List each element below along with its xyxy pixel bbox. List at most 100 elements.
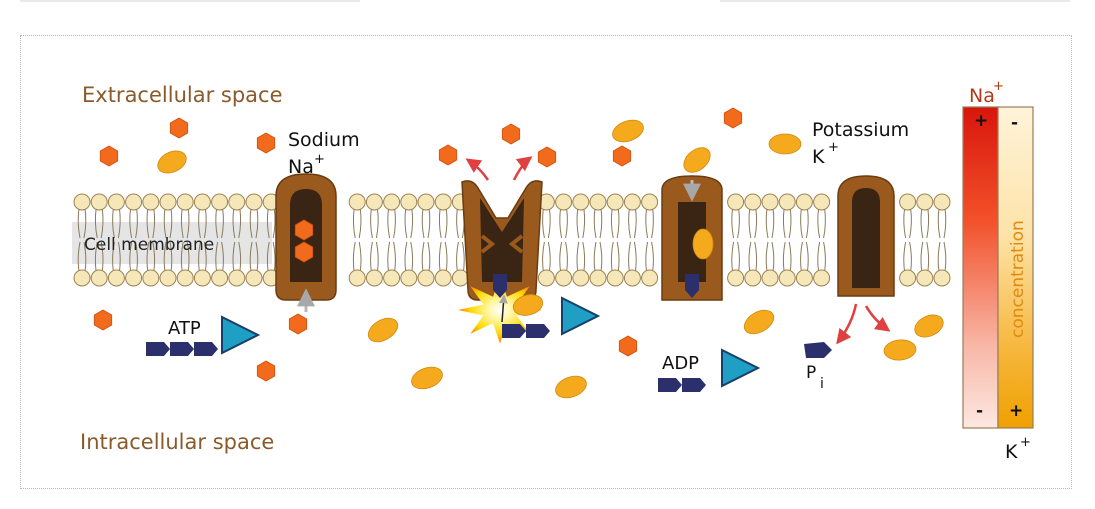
- lipid-tail: [817, 241, 826, 273]
- lipid-tail: [77, 241, 87, 273]
- lipid-tail: [731, 241, 740, 273]
- lipid-head: [641, 269, 659, 287]
- phosphate-group: [146, 342, 170, 356]
- phosphorylation-arrow: [498, 294, 508, 323]
- lipid-head: [211, 193, 229, 211]
- lipid-tail: [94, 207, 104, 239]
- lipid-head: [245, 269, 263, 287]
- lipid-tail: [731, 207, 740, 239]
- lipid-head: [90, 193, 108, 211]
- sodium-ion-icon: [438, 144, 458, 166]
- sodium-ion-icon: [256, 360, 276, 382]
- lipid-bilayer: [73, 193, 951, 287]
- lipid-tail: [163, 241, 173, 273]
- adp-label: ADP: [662, 353, 699, 374]
- adenosine-triangle: [721, 348, 761, 388]
- lipid-head: [142, 193, 160, 211]
- lipid-head: [400, 269, 418, 287]
- lipid-head: [916, 193, 934, 211]
- lipid-tail: [404, 241, 414, 273]
- potassium-release-arrow: [864, 305, 891, 332]
- lipid-head: [623, 193, 641, 211]
- potassium-ion-icon: [768, 133, 802, 155]
- lipid-head: [193, 193, 211, 211]
- sodium-ion-icon: [723, 107, 743, 129]
- lipid-tail: [628, 241, 637, 273]
- lipid-head: [572, 269, 590, 287]
- sodium-ion-icon: [93, 309, 113, 331]
- potassium-charge-label: +: [828, 140, 839, 155]
- arrow-group: [297, 156, 891, 345]
- phosphate-group: [170, 342, 194, 356]
- lipid-head: [641, 193, 659, 211]
- lipid-head: [933, 269, 951, 287]
- phosphate-group: [502, 324, 526, 338]
- atp-molecule-icon: [146, 315, 261, 356]
- atp-molecule-icon: [502, 296, 601, 338]
- lipid-tail: [163, 207, 173, 239]
- lipid-head: [176, 193, 194, 211]
- lipid-tail: [387, 241, 396, 273]
- concentration-gradient-bars: Na + K + + - - + concentration: [962, 79, 1034, 463]
- lipid-tail: [266, 207, 276, 239]
- lipid-tail: [198, 207, 207, 239]
- lipid-head: [813, 269, 831, 287]
- lipid-head: [589, 193, 607, 211]
- lipid-tail: [903, 241, 912, 273]
- lipid-head: [365, 269, 383, 287]
- lipid-head: [348, 193, 366, 211]
- lipid-tail: [559, 207, 568, 239]
- lipid-tail: [387, 207, 396, 239]
- sodium-ion-icon: [294, 219, 314, 241]
- pump-binding-site: [480, 234, 524, 254]
- concentration-axis-label: concentration: [1008, 220, 1028, 338]
- lipid-tail: [765, 207, 775, 239]
- potassium-ion-icon: [612, 119, 644, 143]
- lipid-tail: [748, 207, 758, 239]
- potassium-ion-icon: [683, 147, 711, 173]
- phosphate-group: [194, 342, 218, 356]
- pump-channel: [480, 198, 524, 282]
- lipid-tail: [146, 241, 156, 273]
- adenosine-triangle: [221, 315, 261, 355]
- potassium-ion-icon: [883, 339, 917, 361]
- ion-group: [93, 107, 944, 399]
- molecule-group: [146, 296, 832, 392]
- lipid-head: [623, 269, 641, 287]
- lipid-head: [744, 269, 762, 287]
- lipid-tail: [782, 241, 792, 273]
- lipid-tail: [628, 207, 637, 239]
- sodium-ion-icon: [618, 335, 638, 357]
- lipid-tail: [748, 241, 758, 273]
- sodium-ion-icon: [288, 313, 308, 335]
- adp-molecule-icon: [658, 348, 761, 392]
- k-low-sign: -: [1011, 113, 1018, 133]
- lipid-head: [383, 269, 401, 287]
- lipid-tail: [180, 241, 190, 273]
- k-high-sign: +: [1009, 401, 1023, 421]
- lipid-tail: [576, 207, 586, 239]
- adenosine-triangle: [561, 296, 601, 336]
- lipid-tail: [249, 241, 259, 273]
- phosphate-group: [682, 378, 706, 392]
- na-low-sign: -: [976, 401, 983, 421]
- lipid-tail: [456, 241, 465, 273]
- phosphate-group: [526, 324, 550, 338]
- lipid-head: [555, 269, 573, 287]
- lipid-head: [228, 193, 246, 211]
- potassium-ion-icon: [411, 366, 443, 390]
- extracellular-label: Extracellular space: [82, 83, 283, 107]
- lipid-head: [795, 193, 813, 211]
- lipid-tail: [232, 241, 242, 273]
- lipid-head: [159, 269, 177, 287]
- lipid-head: [193, 269, 211, 287]
- lipid-tail: [180, 207, 190, 239]
- potassium-gradient-bar: [997, 106, 1034, 429]
- lipid-tail: [129, 207, 138, 239]
- sodium-ion-icon: [501, 123, 521, 145]
- lipid-head: [606, 269, 624, 287]
- lipid-head: [933, 193, 951, 211]
- lipid-head: [537, 269, 555, 287]
